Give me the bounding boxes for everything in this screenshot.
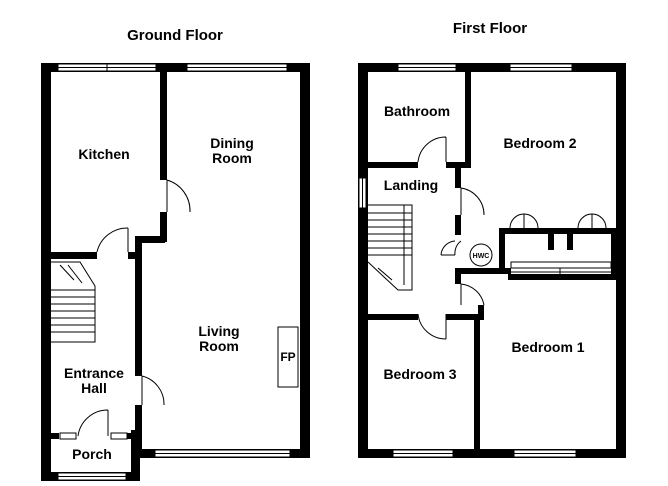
bedroom3-door <box>417 313 447 340</box>
ground-stairs <box>51 261 96 343</box>
dining-room-label-2: Room <box>212 150 252 166</box>
hall-living-wall <box>135 236 142 376</box>
hwc-door <box>454 240 462 256</box>
cupboard-divider-2 <box>567 228 573 250</box>
bedroom3-label: Bedroom 3 <box>383 366 456 382</box>
bedroom1-wardrobe <box>510 261 612 269</box>
porch-wall-left-stub <box>49 433 59 439</box>
hall-living-wall-lower <box>135 405 142 452</box>
kitchen-label: Kitchen <box>78 146 129 162</box>
bedroom1-label: Bedroom 1 <box>511 339 584 355</box>
bedroom3-wall-top-right <box>446 314 480 320</box>
kitchen-dining-wall <box>160 70 167 180</box>
ground-floor-plan: Ground Floor <box>41 27 310 481</box>
cupboard-wall-left <box>499 228 505 274</box>
hwc-wall-bottom <box>455 268 511 274</box>
kitchen-door <box>96 227 129 253</box>
landing-right-wall-top <box>455 166 461 188</box>
fireplace <box>277 326 299 388</box>
first-floor-title: First Floor <box>453 20 527 37</box>
dining-room-label-1: Dining <box>210 135 254 151</box>
first-wall-left <box>358 63 368 458</box>
bathroom-door <box>417 136 447 163</box>
hwc-label: HWC <box>473 253 490 260</box>
bathroom-bedroom2-wall <box>465 70 471 168</box>
wardrobe-doors-1 <box>509 213 539 229</box>
landing-right-wall-low <box>455 274 461 284</box>
fireplace-label: FP <box>280 350 295 364</box>
wardrobe-doors-2 <box>577 213 607 229</box>
ground-wall-right <box>300 63 310 458</box>
ground-wall-top <box>41 63 310 72</box>
living-corner-wall <box>135 236 165 243</box>
landing-right-wall-mid <box>455 215 461 235</box>
bedroom3-bedroom1-wall <box>474 314 480 454</box>
bedroom1-door <box>460 283 485 306</box>
first-wall-right <box>616 63 626 458</box>
living-door <box>141 375 165 406</box>
entrance-hall-label-1: Entrance <box>64 365 124 381</box>
kitchen-dining-wall-lower <box>160 212 167 242</box>
ground-wall-left <box>41 63 51 481</box>
entrance-hall-label-2: Hall <box>81 380 107 396</box>
bathroom-wall-bottom <box>366 162 418 168</box>
kitchen-hall-wall <box>49 252 97 259</box>
bedroom1-wall-stub <box>478 305 484 320</box>
ground-floor-title: Ground Floor <box>127 27 223 44</box>
porch-label: Porch <box>72 446 112 462</box>
dining-door <box>166 179 191 213</box>
porch-door <box>77 409 109 437</box>
first-stairs <box>367 204 413 291</box>
porch-wall-right <box>131 430 140 481</box>
bathroom-label: Bathroom <box>384 103 450 119</box>
bedroom1-wall-top <box>508 274 618 280</box>
landing-label: Landing <box>384 177 438 193</box>
bedroom3-wall-top <box>366 314 418 320</box>
first-wall-bottom <box>358 449 626 458</box>
living-room-label-2: Room <box>199 338 239 354</box>
bedroom2-label: Bedroom 2 <box>503 135 576 151</box>
first-wall-top <box>358 63 626 72</box>
living-room-label-1: Living <box>198 323 239 339</box>
cupboard-divider-1 <box>548 228 554 250</box>
hot-water-cylinder <box>469 243 493 267</box>
bathroom-wall-bottom-right <box>446 162 470 168</box>
kitchen-hall-wall-right <box>128 252 140 259</box>
bedroom2-door <box>460 187 485 216</box>
first-floor-plan: First Floor <box>358 20 626 458</box>
wardrobe-end-wall <box>611 228 619 280</box>
cupboards-wall <box>499 228 619 234</box>
